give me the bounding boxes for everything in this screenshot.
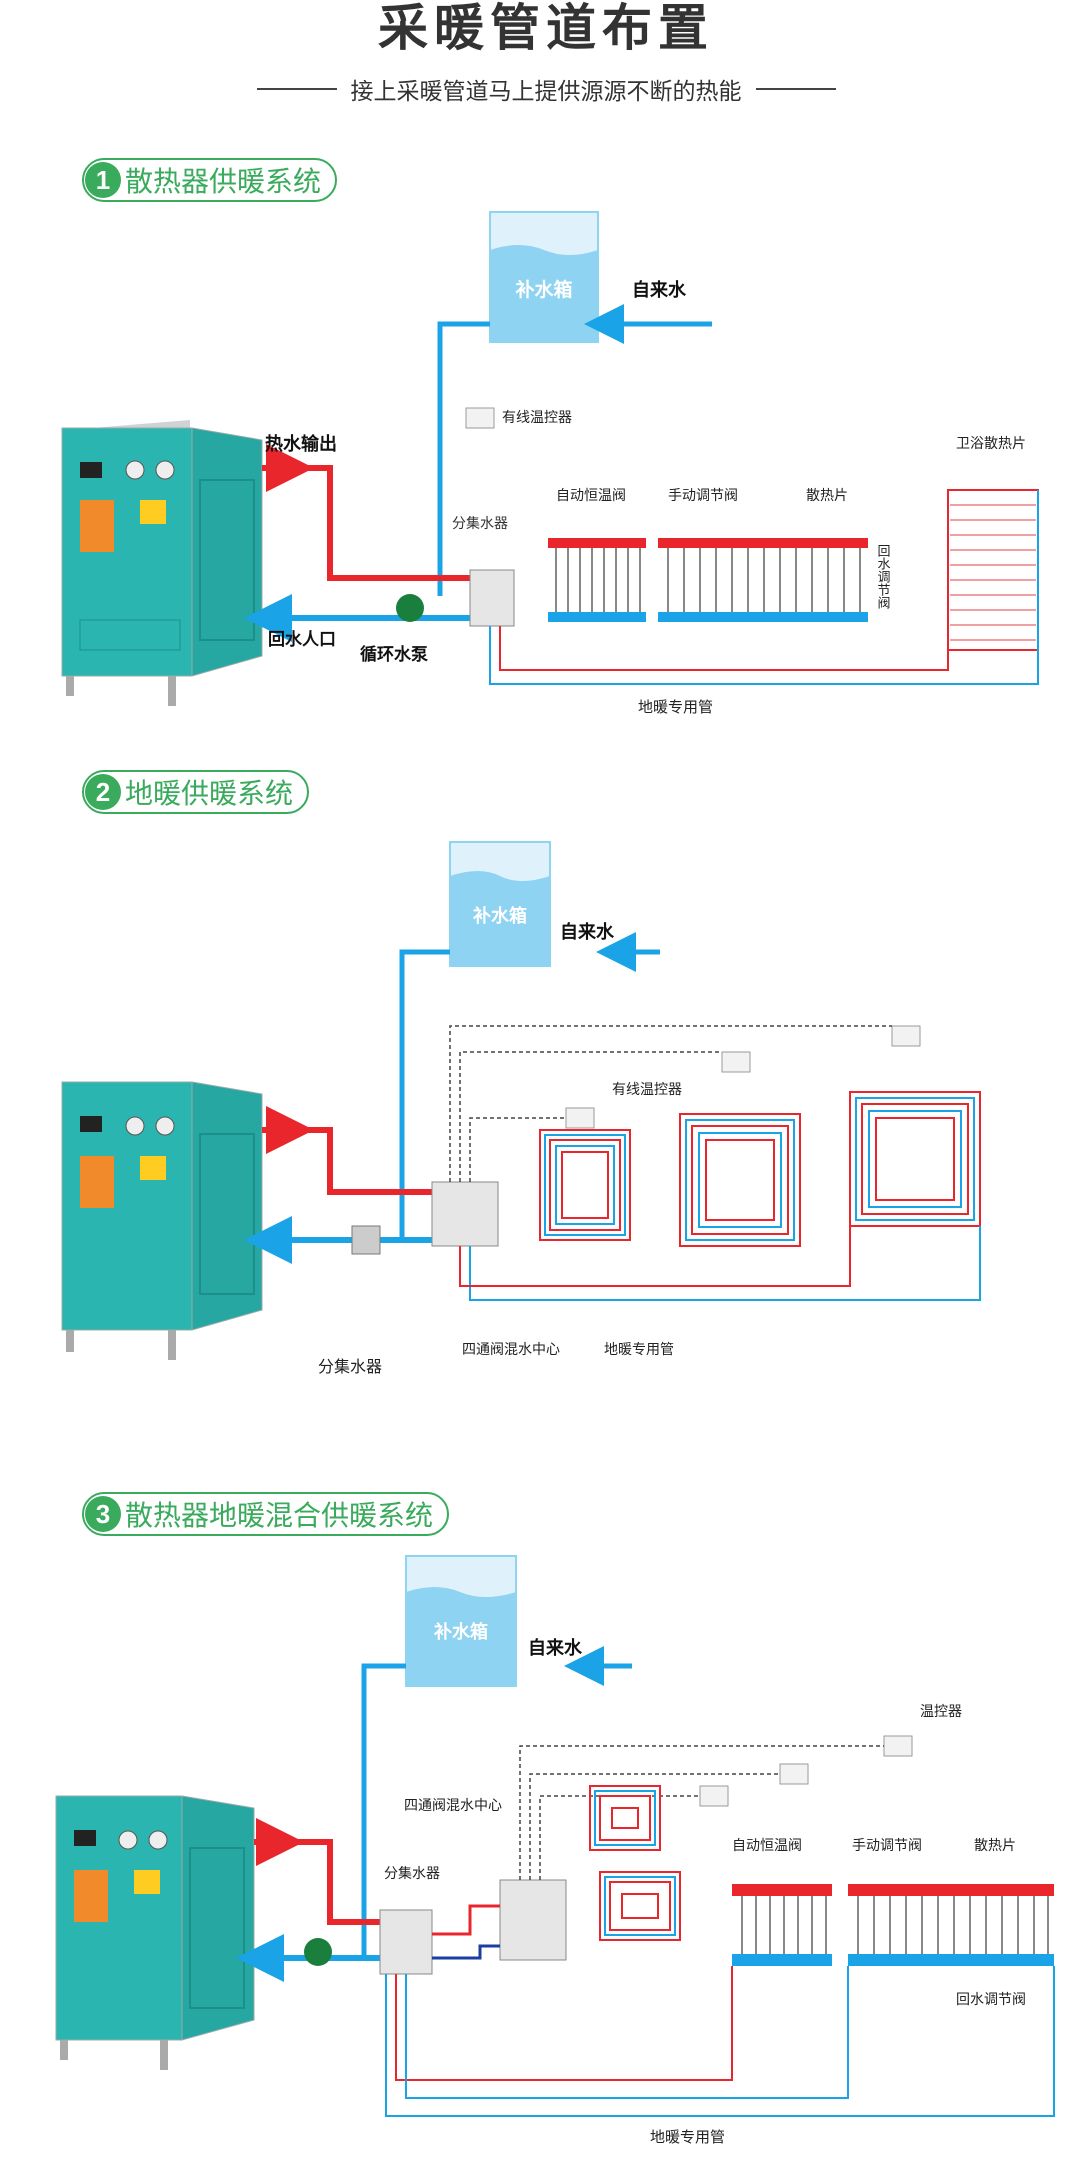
manual-valve-label: 手动调节阀 (852, 1838, 922, 1854)
floor-pipe-label: 地暖专用管 (604, 1342, 674, 1358)
thermostat-label: 温控器 (920, 1704, 962, 1720)
section-1-diagram: 补水箱 自来水 有线温控器 热水输出 回水人口 循环水泵 分集水器 自动恒温阀 … (61, 211, 1039, 716)
section-2-header: 2 地暖供暖系统 (82, 770, 310, 814)
floor-coil-1 (589, 1785, 661, 1851)
section-3-title: 散热器地暖混合供暖系统 (125, 1499, 434, 1532)
section-1-number: 1 (85, 162, 121, 198)
manifold-label: 分集水器 (318, 1357, 382, 1376)
section-2-diagram: 补水箱 自来水 有线温控器 分集水器 四通阀混水中心 地暖专用管 (61, 841, 981, 1376)
auto-valve-label: 自动恒温阀 (732, 1838, 802, 1854)
radiator-label: 散热片 (974, 1838, 1016, 1854)
section-3-diagram: 补水箱 自来水 分集水器 四通阀混水中心 温控器 自动恒温阀 手动调节阀 散热片… (55, 1555, 1055, 2146)
floor-pipe-label: 地暖专用管 (650, 2128, 725, 2146)
section-3-number: 3 (85, 1496, 121, 1532)
manual-valve-label: 手动调节阀 (668, 488, 738, 504)
tap-water-label: 自来水 (528, 1637, 583, 1659)
auto-valve-label: 自动恒温阀 (556, 488, 626, 504)
return-valve-label: 回水调节阀 (956, 1992, 1026, 2008)
subtitle-right-rule (755, 88, 836, 90)
section-2-title: 地暖供暖系统 (125, 777, 294, 810)
water-tank (489, 211, 599, 343)
floor-coil-2 (599, 1871, 681, 1941)
circulation-pump-label: 循环水泵 (360, 644, 428, 665)
section-2-number: 2 (85, 774, 121, 810)
boiler-unit (55, 1795, 255, 2070)
page-subtitle: 接上采暖管道马上提供源源不断的热能 (350, 79, 742, 105)
tank-label: 补水箱 (433, 1621, 488, 1643)
floor-coil-3 (849, 1091, 981, 1227)
manifold-label: 分集水器 (452, 515, 508, 532)
radiator-label: 散热片 (806, 488, 848, 504)
water-tank (405, 1555, 517, 1687)
page-subtitle-row: 接上采暖管道马上提供源源不断的热能 (0, 72, 1092, 106)
bath-radiator-label: 卫浴散热片 (956, 436, 1026, 452)
subtitle-left-rule (256, 88, 337, 90)
boiler-unit (61, 1081, 263, 1360)
return-valve-label: 回水调节阀 (875, 544, 891, 609)
water-tank (449, 841, 551, 967)
tap-water-label: 自来水 (560, 921, 615, 943)
floor-coil-1 (539, 1129, 631, 1241)
tap-water-label: 自来水 (632, 279, 687, 301)
section-3-header: 3 散热器地暖混合供暖系统 (82, 1492, 450, 1536)
tank-label: 补水箱 (472, 905, 527, 927)
wired-thermostat-label: 有线温控器 (612, 1082, 682, 1098)
page-title: 采暖管道布置 (378, 0, 714, 57)
section-1-title: 散热器供暖系统 (125, 165, 322, 198)
tank-label: 补水箱 (515, 278, 572, 301)
four-way-label: 四通阀混水中心 (462, 1342, 560, 1358)
floor-pipe-label: 地暖专用管 (638, 698, 713, 716)
wired-thermostat-label: 有线温控器 (502, 410, 572, 426)
manifold-label: 分集水器 (384, 1865, 440, 1882)
boiler-unit (61, 420, 263, 706)
four-way-label: 四通阀混水中心 (404, 1798, 502, 1814)
return-inlet-label: 回水人口 (268, 629, 336, 650)
hot-water-out-label: 热水输出 (265, 433, 337, 455)
floor-coil-2 (679, 1113, 801, 1247)
section-1-header: 1 散热器供暖系统 (82, 158, 338, 202)
